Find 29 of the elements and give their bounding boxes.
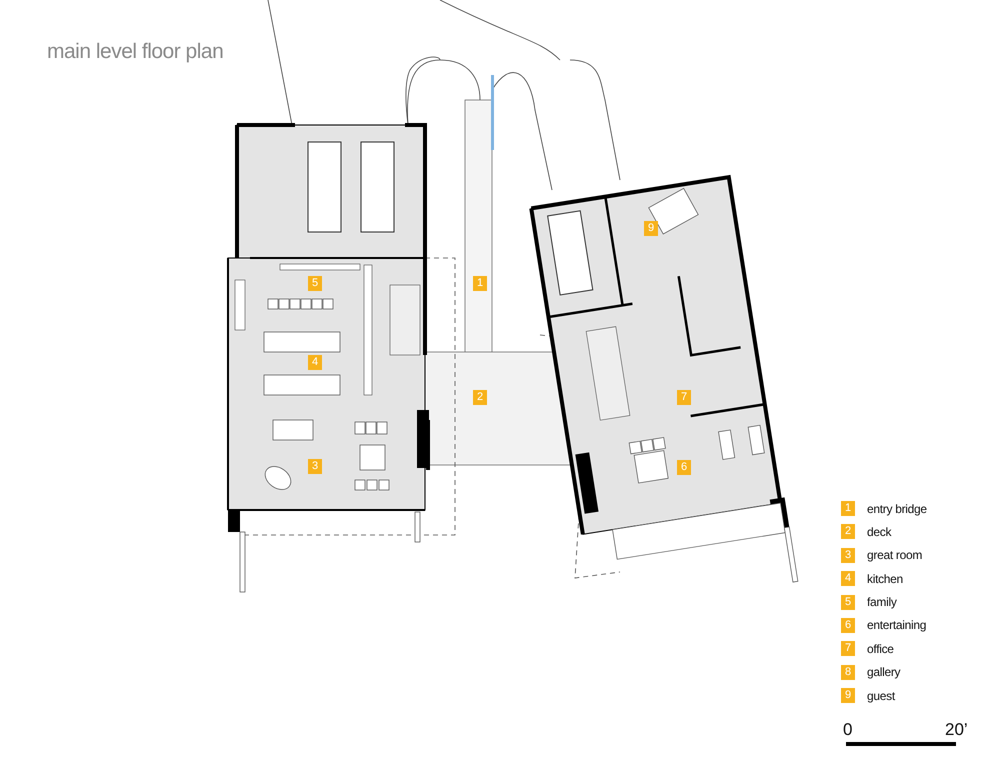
legend-text: great room: [867, 548, 922, 562]
legend-number: 9: [841, 688, 855, 704]
legend-number: 7: [841, 641, 855, 656]
callout-number: 4: [308, 355, 322, 370]
legend-text: guest: [867, 688, 895, 703]
legend-number: 1: [841, 501, 855, 516]
callout-number: 6: [677, 460, 691, 475]
legend-number: 3: [841, 548, 855, 563]
legend-number: 8: [841, 664, 855, 680]
scale-label: 0: [843, 720, 852, 740]
legend-text: entry bridge: [867, 502, 927, 516]
plan-title: main level floor plan: [47, 40, 224, 64]
legend-text: family: [867, 595, 897, 610]
legend-number: 2: [841, 524, 855, 540]
callout-number: 2: [473, 390, 487, 405]
legend-text: entertaining: [867, 618, 926, 632]
legend-number: 6: [841, 618, 855, 633]
legend-text: gallery: [867, 665, 900, 680]
callout-number: 7: [677, 390, 691, 405]
legend-number: 4: [841, 571, 855, 586]
callout-number: 9: [644, 221, 658, 236]
legend-text: office: [867, 642, 894, 656]
legend-text: deck: [867, 524, 892, 539]
callout-number: 5: [308, 276, 322, 291]
scale-label: 20’: [945, 720, 968, 740]
callout-number: 3: [308, 459, 322, 474]
legend-number: 5: [841, 594, 855, 610]
legend-text: kitchen: [867, 572, 903, 586]
callout-number: 1: [473, 276, 487, 291]
